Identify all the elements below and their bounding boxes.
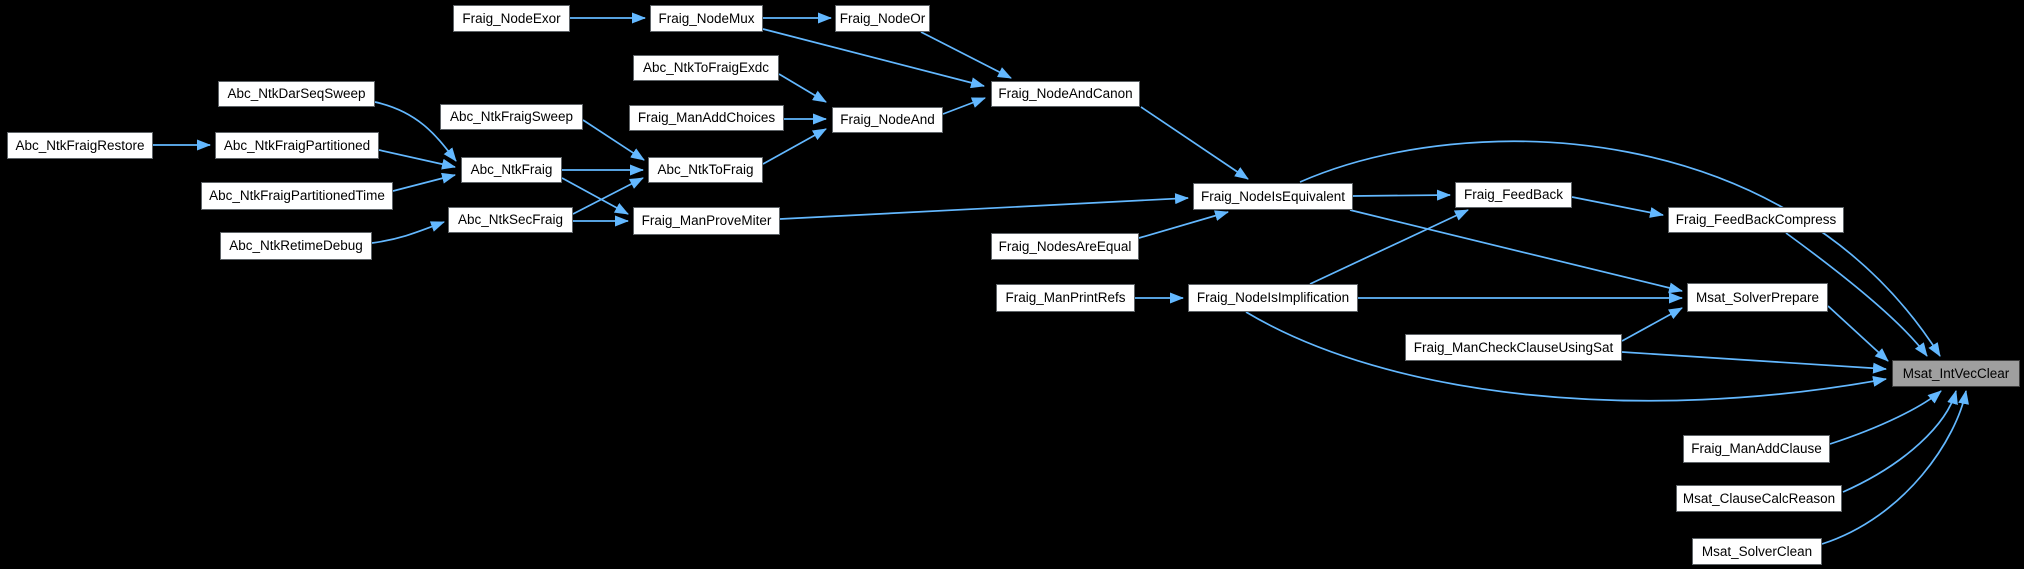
node-Msat_IntVecClear: Msat_IntVecClear [1892, 360, 2020, 387]
edge-manProveMiter-to-nodeIsEquivalent [779, 193, 1189, 220]
edge-nodeIsEquivalent-to-intVecClear [1299, 140, 1941, 357]
edge-ntkRetimeDebug-to-ntkSecFraig [371, 221, 445, 244]
edge-nodeIsEquivalent-to-solverPrepare [1349, 209, 1683, 294]
edge-ntkToFraigExdc-to-nodeAnd [778, 73, 827, 103]
edge-ntkSecFraig-to-ntkToFraig [572, 177, 644, 215]
node-Abc_NtkFraig[interactable]: Abc_NtkFraig [461, 157, 562, 183]
edge-nodeOr-to-nodeAndCanon [920, 31, 1012, 79]
edge-ntkToFraig-to-nodeAnd [762, 128, 827, 165]
node-Fraig_NodeIsImplification[interactable]: Fraig_NodeIsImplification [1188, 284, 1358, 312]
node-Fraig_ManCheckClauseUsingSat[interactable]: Fraig_ManCheckClauseUsingSat [1405, 334, 1622, 361]
node-Abc_NtkRetimeDebug[interactable]: Abc_NtkRetimeDebug [220, 232, 372, 260]
node-Fraig_NodeExor[interactable]: Fraig_NodeExor [453, 5, 570, 32]
edge-ntkDarSeqSweep-to-ntkFraig [374, 101, 457, 162]
node-Abc_NtkToFraigExdc[interactable]: Abc_NtkToFraigExdc [633, 55, 779, 81]
node-Fraig_ManAddChoices[interactable]: Fraig_ManAddChoices [629, 105, 784, 131]
edge-nodeMux-to-nodeAndCanon [762, 28, 985, 89]
node-Fraig_ManAddClause[interactable]: Fraig_ManAddClause [1683, 435, 1830, 463]
node-Msat_SolverClean[interactable]: Msat_SolverClean [1692, 538, 1822, 565]
edge-solverPrepare-to-intVecClear [1827, 305, 1889, 362]
node-Fraig_ManProveMiter[interactable]: Fraig_ManProveMiter [633, 207, 780, 235]
node-Fraig_NodeOr[interactable]: Fraig_NodeOr [835, 5, 930, 32]
node-Abc_NtkFraigPartitionedTime[interactable]: Abc_NtkFraigPartitionedTime [201, 182, 393, 210]
edge-nodeIsImplification-to-intVecClear [1245, 311, 1887, 402]
node-Fraig_NodeMux[interactable]: Fraig_NodeMux [650, 5, 763, 32]
edge-solverClean-to-intVecClear [1821, 390, 1969, 545]
edge-ntkFraigSweep-to-ntkToFraig [582, 119, 645, 161]
edge-ntkFraig-to-manProveMiter [561, 177, 629, 215]
node-Abc_NtkDarSeqSweep[interactable]: Abc_NtkDarSeqSweep [218, 81, 375, 107]
node-Fraig_NodeAnd[interactable]: Fraig_NodeAnd [832, 107, 943, 133]
edge-feedBack-to-feedBackCompress [1571, 196, 1664, 218]
edge-manCheckClauseUsingSat-to-solverPrepare [1621, 307, 1683, 342]
edge-nodesAreEqual-to-nodeIsEquivalent [1138, 210, 1229, 239]
node-Fraig_NodeIsEquivalent[interactable]: Fraig_NodeIsEquivalent [1193, 183, 1353, 210]
edge-nodeAnd-to-nodeAndCanon [942, 97, 986, 115]
node-Abc_NtkSecFraig[interactable]: Abc_NtkSecFraig [448, 207, 573, 233]
node-Abc_NtkFraigRestore[interactable]: Abc_NtkFraigRestore [7, 132, 153, 159]
edge-clauseCalcReason-to-intVecClear [1842, 390, 1958, 493]
node-Msat_SolverPrepare[interactable]: Msat_SolverPrepare [1687, 283, 1828, 312]
node-Fraig_FeedBack[interactable]: Fraig_FeedBack [1455, 182, 1572, 208]
edge-feedBackCompress-to-intVecClear [1785, 232, 1928, 357]
edge-ntkFraigPartitionedTime-to-ntkFraig [392, 172, 456, 192]
edge-nodeAndCanon-to-nodeIsEquivalent [1140, 106, 1249, 180]
node-Msat_ClauseCalcReason[interactable]: Msat_ClauseCalcReason [1676, 485, 1842, 512]
node-Abc_NtkFraigPartitioned[interactable]: Abc_NtkFraigPartitioned [215, 132, 379, 159]
node-Fraig_NodesAreEqual[interactable]: Fraig_NodesAreEqual [991, 233, 1139, 260]
edge-nodeIsEquivalent-to-feedBack [1352, 189, 1451, 201]
edge-manAddClause-to-intVecClear [1829, 390, 1942, 445]
edge-ntkFraigPartitioned-to-ntkFraig [378, 149, 456, 170]
edge-manCheckClauseUsingSat-to-intVecClear [1621, 351, 1887, 374]
node-Fraig_FeedBackCompress[interactable]: Fraig_FeedBackCompress [1668, 207, 1844, 233]
node-Abc_NtkFraigSweep[interactable]: Abc_NtkFraigSweep [440, 104, 583, 130]
edge-nodeIsImplification-to-feedBack [1309, 209, 1469, 285]
node-Fraig_NodeAndCanon[interactable]: Fraig_NodeAndCanon [991, 81, 1140, 107]
edges-group [153, 12, 1969, 545]
node-Fraig_ManPrintRefs[interactable]: Fraig_ManPrintRefs [996, 284, 1135, 312]
node-Abc_NtkToFraig[interactable]: Abc_NtkToFraig [648, 157, 763, 183]
